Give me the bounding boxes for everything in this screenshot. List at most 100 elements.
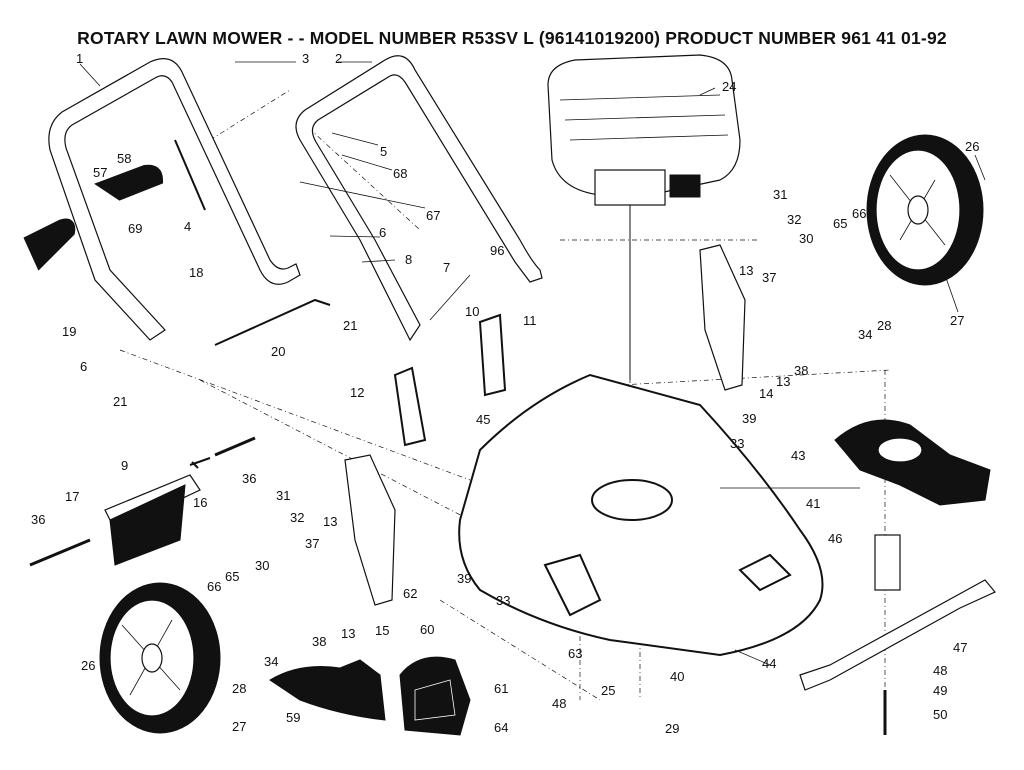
callout-c36b: 36 — [31, 512, 45, 527]
callout-c24: 24 — [722, 79, 736, 94]
callout-c37a: 37 — [762, 270, 776, 285]
callout-c27a: 27 — [950, 313, 964, 328]
callout-c66b: 66 — [207, 579, 221, 594]
callout-c15: 15 — [375, 623, 389, 638]
callout-c38a: 38 — [794, 363, 808, 378]
callout-c21a: 21 — [343, 318, 357, 333]
callout-c21b: 21 — [113, 394, 127, 409]
callout-c29: 29 — [665, 721, 679, 736]
height-bracket-right — [478, 313, 507, 397]
callout-c96: 96 — [490, 243, 504, 258]
callout-c38b: 38 — [312, 634, 326, 649]
callout-c49: 49 — [933, 683, 947, 698]
callout-c47: 47 — [953, 640, 967, 655]
callout-c46: 46 — [828, 531, 842, 546]
callout-c62: 62 — [403, 586, 417, 601]
callout-c48a: 48 — [552, 696, 566, 711]
callout-c19: 19 — [62, 324, 76, 339]
callout-c63: 63 — [568, 646, 582, 661]
callout-c60: 60 — [420, 622, 434, 637]
engine — [547, 54, 741, 380]
callout-c31b: 31 — [276, 488, 290, 503]
callout-c33b: 33 — [496, 593, 510, 608]
callout-c37b: 37 — [305, 536, 319, 551]
callout-c4: 4 — [184, 219, 191, 234]
wheel-rear — [866, 134, 984, 286]
callout-c30a: 30 — [799, 231, 813, 246]
callout-c65b: 65 — [225, 569, 239, 584]
callout-c39a: 39 — [742, 411, 756, 426]
callout-c28a: 28 — [877, 318, 891, 333]
callout-c68: 68 — [393, 166, 407, 181]
callout-c31a: 31 — [773, 187, 787, 202]
callout-c5: 5 — [380, 144, 387, 159]
axle-bracket-front — [344, 454, 396, 606]
callout-c34b: 34 — [264, 654, 278, 669]
callout-c65a: 65 — [833, 216, 847, 231]
callout-c48b: 48 — [933, 663, 947, 678]
blade-adapter — [834, 419, 991, 506]
callout-c50: 50 — [933, 707, 947, 722]
callout-c13c: 13 — [323, 514, 337, 529]
height-bracket-left — [393, 366, 427, 447]
callout-c11: 11 — [523, 313, 537, 328]
callout-c32b: 32 — [290, 510, 304, 525]
callout-c7: 7 — [443, 260, 450, 275]
callout-c45: 45 — [476, 412, 490, 427]
callout-c9: 9 — [121, 458, 128, 473]
callout-c59: 59 — [286, 710, 300, 725]
callout-c43: 43 — [791, 448, 805, 463]
upper-handle-right — [295, 55, 543, 342]
callout-c66a: 66 — [852, 206, 866, 221]
callout-c13b: 13 — [776, 374, 790, 389]
callout-c14: 14 — [759, 386, 773, 401]
callout-c6a: 6 — [379, 225, 386, 240]
callout-c32a: 32 — [787, 212, 801, 227]
small-hardware — [29, 139, 901, 735]
callout-c26a: 26 — [965, 139, 979, 154]
callout-c36a: 36 — [242, 471, 256, 486]
page-title: ROTARY LAWN MOWER - - MODEL NUMBER R53SV… — [77, 28, 947, 48]
upper-handle-left — [48, 58, 301, 341]
callout-c12: 12 — [350, 385, 364, 400]
callout-c10: 10 — [465, 304, 479, 319]
callout-c3: 3 — [302, 51, 309, 66]
callout-c18: 18 — [189, 265, 203, 280]
callout-c40: 40 — [670, 669, 684, 684]
callout-c27b: 27 — [232, 719, 246, 734]
callout-c28b: 28 — [232, 681, 246, 696]
callout-c34a: 34 — [858, 327, 872, 342]
callout-c17: 17 — [65, 489, 79, 504]
callout-c25: 25 — [601, 683, 615, 698]
callout-c61: 61 — [494, 681, 508, 696]
callout-c8: 8 — [405, 252, 412, 267]
callout-c33a: 33 — [730, 436, 744, 451]
mulch-plug — [269, 659, 386, 721]
callout-c1: 1 — [76, 51, 83, 66]
rear-flap — [104, 474, 201, 566]
callout-c13d: 13 — [341, 626, 355, 641]
callout-c2: 2 — [335, 51, 342, 66]
blade — [799, 579, 996, 691]
side-discharge-chute — [399, 656, 471, 736]
callout-c41: 41 — [806, 496, 820, 511]
mower-deck — [458, 373, 824, 657]
callout-c20: 20 — [271, 344, 285, 359]
callout-c13a: 13 — [739, 263, 753, 278]
callout-c69: 69 — [128, 221, 142, 236]
callout-c30b: 30 — [255, 558, 269, 573]
leader-lines — [79, 61, 986, 666]
wheel-front — [99, 582, 221, 734]
callout-c26b: 26 — [81, 658, 95, 673]
callout-c64: 64 — [494, 720, 508, 735]
handle-grips — [23, 164, 164, 271]
axle-bracket-rear — [699, 244, 746, 391]
callout-c58: 58 — [117, 151, 131, 166]
callout-c67: 67 — [426, 208, 440, 223]
callout-c6b: 6 — [80, 359, 87, 374]
callout-c16: 16 — [193, 495, 207, 510]
callout-c44: 44 — [762, 656, 776, 671]
callout-c39b: 39 — [457, 571, 471, 586]
